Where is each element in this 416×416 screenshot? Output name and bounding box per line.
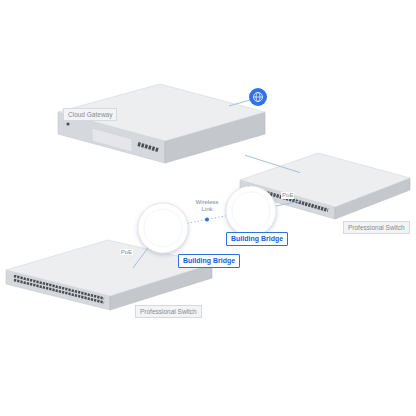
disc-outline bbox=[137, 202, 189, 254]
uplink-wire bbox=[229, 100, 250, 106]
device-tag: Professional Switch bbox=[135, 305, 202, 318]
gateway-device bbox=[58, 84, 265, 163]
cable-link bbox=[133, 248, 148, 268]
cable-link bbox=[245, 155, 300, 172]
bridge-disc: Building Bridge bbox=[137, 202, 189, 254]
switch-anchor: Professional Switch bbox=[300, 150, 410, 230]
gateway-anchor: Cloud Gateway bbox=[60, 95, 245, 157]
link-dot bbox=[205, 218, 209, 222]
switch-anchor: Professional Switch bbox=[8, 268, 208, 334]
bridge-disc: Building Bridge bbox=[225, 185, 277, 237]
device-tag-highlight: Building Bridge bbox=[178, 254, 240, 268]
disc-outline bbox=[225, 185, 277, 237]
link-label: PoE bbox=[120, 249, 133, 256]
link-label: Wireless Link bbox=[191, 199, 223, 212]
device-tag: Cloud Gateway bbox=[63, 108, 117, 121]
cable-link bbox=[276, 201, 300, 206]
device-tag-highlight: Building Bridge bbox=[226, 232, 288, 246]
device-tag: Professional Switch bbox=[343, 221, 410, 234]
wireless-link bbox=[188, 216, 227, 224]
internet-globe bbox=[249, 88, 267, 106]
link-label: PoE bbox=[281, 192, 294, 199]
switch-device bbox=[6, 240, 212, 310]
